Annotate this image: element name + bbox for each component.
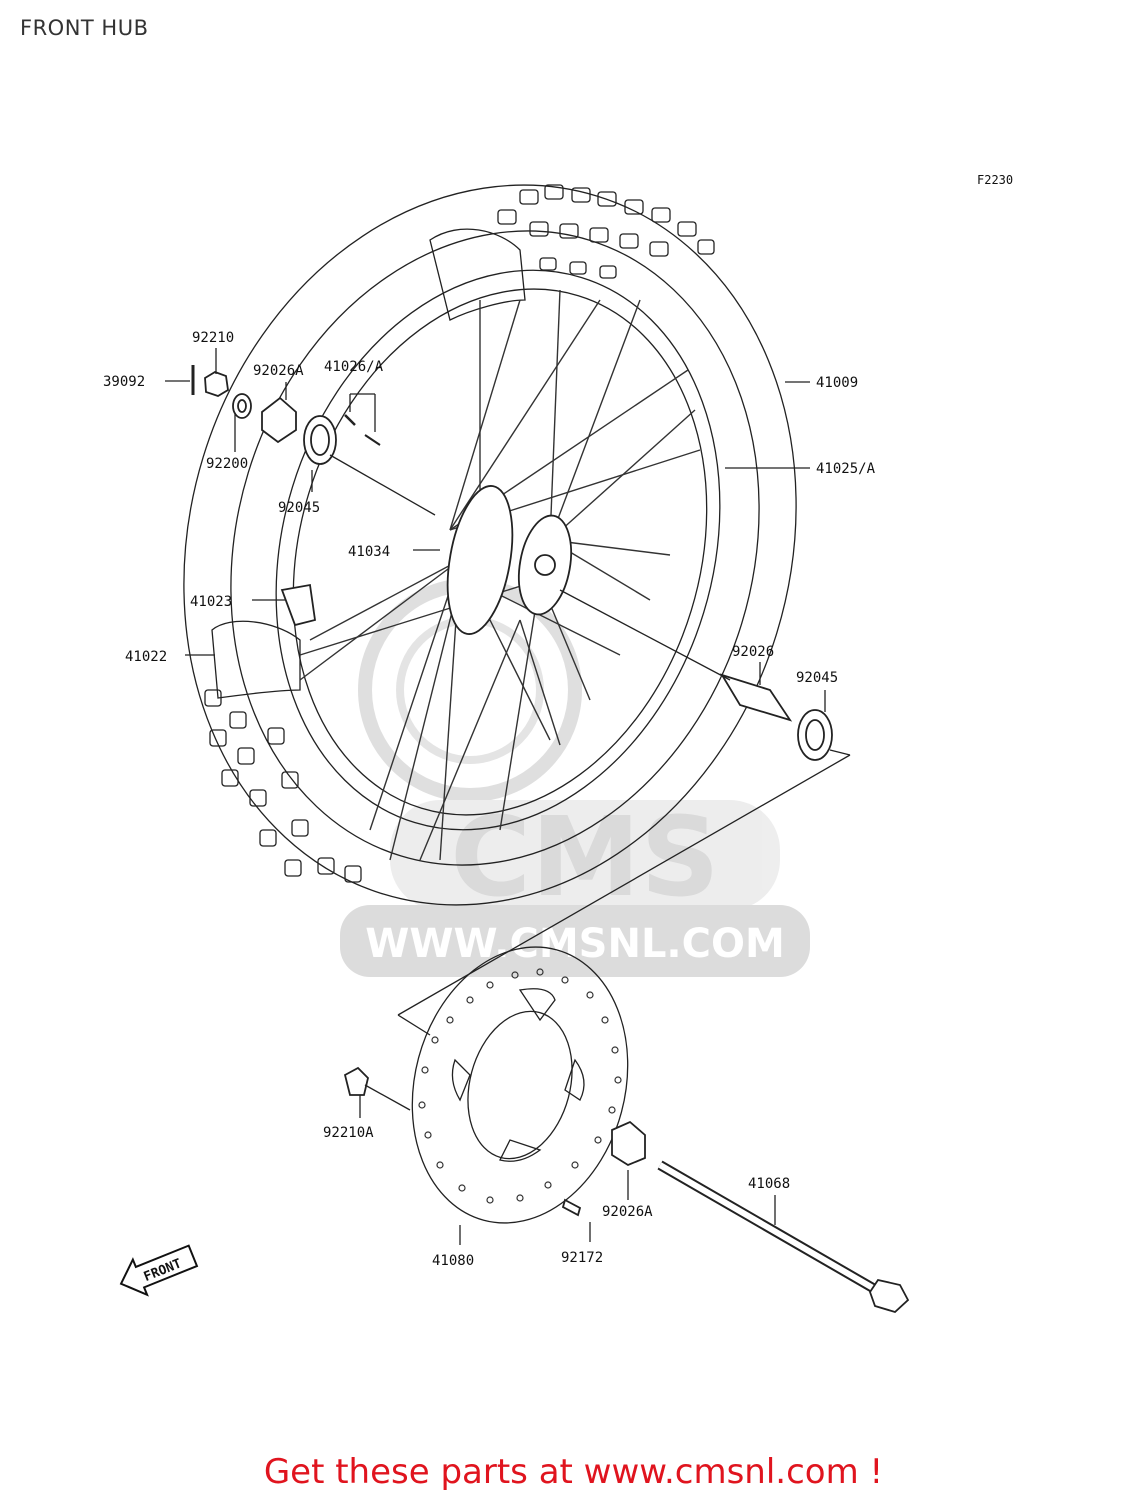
label-92172: 92172 [561, 1250, 603, 1266]
label-92045-top: 92045 [278, 500, 320, 516]
label-41009: 41009 [816, 375, 858, 391]
footer-promo-text: Get these parts at www.cmsnl.com ! [263, 1452, 884, 1492]
figure-code: F2230 [977, 173, 1013, 187]
label-92026a-bottom: 92026A [602, 1204, 653, 1220]
front-direction-arrow: FRONT [119, 1244, 199, 1297]
label-41025: 41025/A [816, 461, 876, 477]
collar-92026A-top [261, 396, 297, 444]
spokes [299, 289, 701, 861]
watermark-url-text: WWW.CMSNL.COM [365, 921, 785, 967]
watermark-logo-text: CMS [450, 793, 719, 921]
tube-valve-41023 [280, 583, 317, 627]
label-41068: 41068 [748, 1176, 790, 1192]
tread-knobs-top [497, 184, 715, 279]
screw-92172 [561, 1198, 582, 1217]
label-92026a-top: 92026A [253, 363, 304, 379]
label-92026: 92026 [732, 644, 774, 660]
label-41034: 41034 [348, 544, 390, 560]
small-parts [191, 365, 910, 1314]
page-title: FRONT HUB [20, 16, 149, 40]
brake-disc-41080 [411, 946, 629, 1224]
tire-cutaway-top [429, 228, 526, 321]
label-41022: 41022 [125, 649, 167, 665]
label-39092: 39092 [103, 374, 145, 390]
leader-lines [165, 348, 851, 1245]
nut-92210 [204, 371, 229, 397]
collar-92026A-bottom [611, 1120, 646, 1167]
axle-head-41068 [869, 1278, 910, 1314]
spoke-nipple-41026 [344, 414, 356, 426]
label-92045-right: 92045 [796, 670, 838, 686]
spoke-41026 [364, 434, 381, 446]
front-hub-exploded-diagram: CMS WWW.CMSNL.COM [103, 173, 1013, 1314]
label-92200: 92200 [206, 456, 248, 472]
label-41023: 41023 [190, 594, 232, 610]
label-41080: 41080 [432, 1253, 474, 1269]
hub-41034 [446, 485, 573, 635]
tire-cutaway-bottom [211, 620, 301, 699]
bolt-92210A [343, 1066, 369, 1096]
tire-41009 [183, 184, 797, 906]
part-number-labels: 39092 92210 92200 92026A 41026/A 92045 4… [103, 173, 1013, 1269]
label-41026: 41026/A [324, 359, 384, 375]
label-92210a: 92210A [323, 1125, 374, 1141]
collar-92026-right [720, 673, 793, 722]
tread-knobs-bottom [204, 689, 362, 883]
label-92210: 92210 [192, 330, 234, 346]
